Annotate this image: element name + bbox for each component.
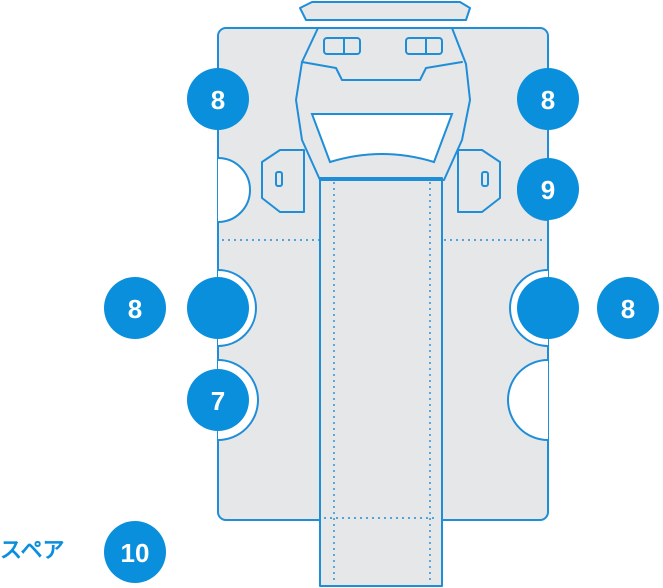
- notch-left-2: [217, 157, 251, 223]
- badge-label: 8: [128, 294, 142, 324]
- left-tab-slot: [275, 171, 283, 187]
- right-tab-slot: [481, 171, 489, 187]
- side-tabs: [261, 149, 501, 213]
- center-strap: [319, 177, 443, 587]
- badge-label: 9: [541, 175, 555, 205]
- badge-circle: [104, 277, 166, 339]
- badge-lower-left: 7: [187, 369, 249, 431]
- badge-upper-left: 8: [187, 68, 249, 130]
- badge-circle: [187, 68, 249, 130]
- badge-upper-right: 8: [517, 68, 579, 130]
- badge-inner-right: [517, 277, 579, 339]
- spare-badge-label: 10: [121, 538, 150, 568]
- left-lens-slot: [323, 37, 361, 55]
- badge-label: 8: [211, 85, 225, 115]
- spare-row: スペア 10: [0, 521, 166, 583]
- strap-panel: [319, 177, 443, 587]
- badge-circle: [187, 277, 249, 339]
- badge-circle: [597, 277, 659, 339]
- goggle-frame: [295, 27, 471, 181]
- frame-outline: [295, 27, 471, 181]
- frame-top-fold: [301, 61, 463, 81]
- spare-label: スペア: [0, 539, 64, 564]
- top-flap: [299, 1, 471, 21]
- badge-label: 8: [541, 85, 555, 115]
- badge-circle: [517, 277, 579, 339]
- badge-inner-left: [187, 277, 249, 339]
- right-tab: [457, 149, 501, 213]
- badge-outer-right: 8: [597, 277, 659, 339]
- nose-cutout: [310, 113, 454, 164]
- badge-circle: [517, 158, 579, 220]
- badge-circle: [187, 369, 249, 431]
- badge-label: 7: [211, 386, 225, 416]
- badge-outer-left: 8: [104, 277, 166, 339]
- badge-label: 8: [621, 294, 635, 324]
- right-lens-slot: [405, 37, 443, 55]
- notch-right-4: [507, 359, 549, 441]
- badge-right-mid: 9: [517, 158, 579, 220]
- badge-circle: [517, 68, 579, 130]
- badge-circle: [104, 521, 166, 583]
